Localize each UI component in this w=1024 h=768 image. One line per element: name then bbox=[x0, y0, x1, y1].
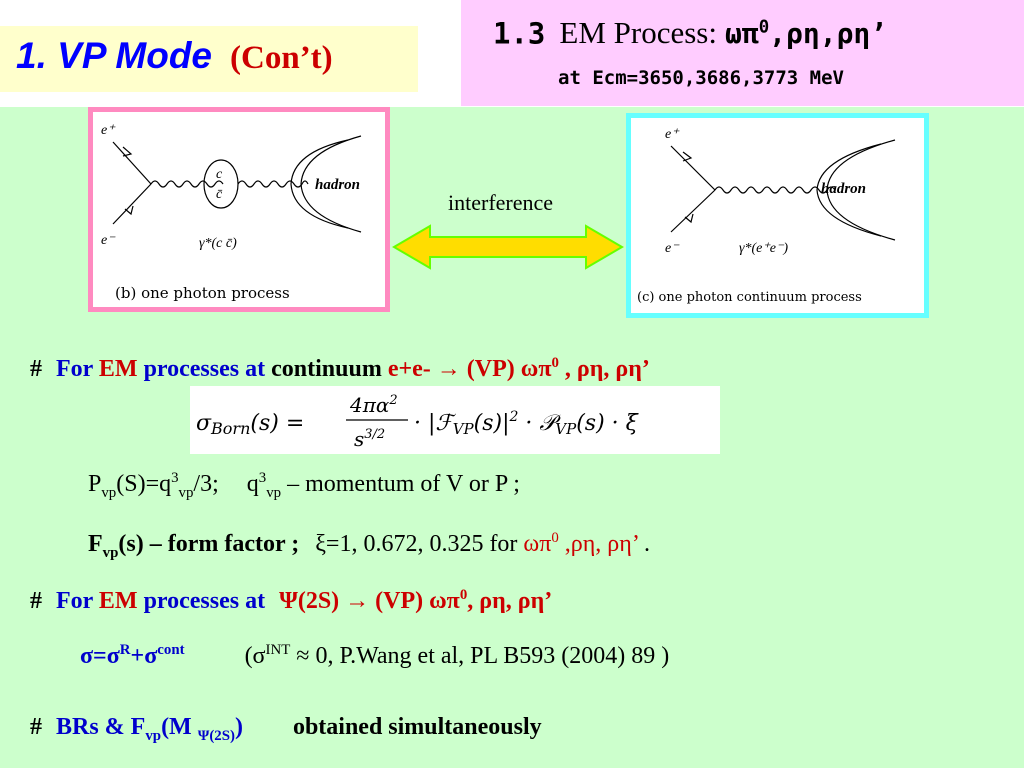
diag2-caption: (c) one photon continuum process bbox=[637, 290, 862, 305]
bullet2-vp: (VP) bbox=[375, 588, 424, 614]
bullet2-processes: ωπ0, ρη, ρη’ bbox=[429, 587, 553, 614]
sigma-sum: σ=σR+σcont bbox=[80, 642, 185, 669]
diag1-hadron: hadron bbox=[315, 177, 360, 193]
bullet2-hash: # bbox=[30, 588, 42, 614]
bullet1-arrow: → bbox=[436, 356, 461, 382]
xi-values: ξ=1, 0.672, 0.325 for bbox=[315, 531, 518, 557]
title-text: 1. VP Mode bbox=[16, 35, 213, 76]
bullet3-hash: # bbox=[30, 714, 42, 740]
formula-rhs: · |ℱVP(s)|2 · 𝒫VP(s) · ξ bbox=[414, 409, 640, 438]
diag1-caption: (b) one photon process bbox=[115, 284, 290, 302]
born-cross-section-formula: σBorn(s) = 4πα2 s3/2 · |ℱVP(s)|2 · 𝒫VP(s… bbox=[190, 386, 720, 454]
bullet1-vp: (VP) bbox=[466, 356, 515, 382]
sigma-int-reference: (σINT ≈ 0, P.Wang et al, PL B593 (2004) … bbox=[244, 642, 670, 669]
diagram1-svg: e⁺ e⁻ c c̄ hadron γ*(c c̄) (b) one photo… bbox=[101, 123, 362, 302]
sigma-relation: σ=σR+σcont (σINT ≈ 0, P.Wang et al, PL B… bbox=[80, 635, 669, 671]
diag1-e-plus: e⁺ bbox=[101, 123, 116, 138]
section-header: 1.3 EM Process: ωπ0,ρη,ρη’ bbox=[493, 8, 887, 54]
feynman-diagram-one-photon: e⁺ e⁻ c c̄ hadron γ*(c c̄) (b) one photo… bbox=[88, 107, 390, 312]
section-number: 1.3 bbox=[493, 16, 546, 51]
fvp-end: . bbox=[644, 531, 651, 557]
bullet-brs: # BRs & Fvp(M Ψ(2S)) obtained simultaneo… bbox=[30, 712, 542, 751]
fvp-label: Fvp(s) – form factor ; bbox=[88, 531, 300, 561]
diag2-gamma: γ*(e⁺e⁻) bbox=[739, 241, 788, 256]
bullet1-for: For bbox=[56, 356, 93, 382]
bullet2-em: EM bbox=[98, 588, 138, 614]
bullet1-continuum: continuum bbox=[271, 356, 382, 382]
title-paren: (Con’t) bbox=[230, 40, 333, 76]
diag1-c-antiquark: c̄ bbox=[216, 187, 223, 202]
section-header-box bbox=[461, 0, 1024, 106]
formula-denominator: s3/2 bbox=[354, 427, 385, 451]
section-processes: ωπ0,ρη,ρη’ bbox=[724, 17, 888, 51]
formula-lhs: σBorn(s) = bbox=[196, 411, 304, 438]
fvp-processes: ωπ0 ,ρη, ρη’ bbox=[523, 530, 639, 557]
feynman-diagram-continuum: e⁺ e⁻ hadron γ*(e⁺e⁻) (c) one photon con… bbox=[626, 113, 929, 318]
title-box bbox=[0, 26, 418, 92]
interference-double-arrow bbox=[392, 224, 624, 270]
bullet1-em: EM bbox=[98, 356, 138, 382]
diag1-gamma: γ*(c c̄) bbox=[199, 236, 237, 251]
bullet2-arrow: → bbox=[345, 588, 370, 614]
bullet1-eplus-eminus: e+e- bbox=[387, 356, 431, 382]
diag1-c-quark: c bbox=[216, 167, 223, 182]
bullet1-processes-at: processes at bbox=[143, 356, 266, 382]
bullet3-brs: BRs & Fvp(M Ψ(2S)) bbox=[56, 714, 243, 744]
diag2-e-minus: e⁻ bbox=[665, 241, 680, 256]
diag2-hadron: hadron bbox=[821, 181, 866, 197]
slide-title: 1. VP Mode (Con’t) bbox=[16, 34, 333, 80]
section-title: EM Process: bbox=[559, 15, 717, 51]
fvp-definition: Fvp(s) – form factor ; ξ=1, 0.672, 0.325… bbox=[88, 523, 650, 568]
formula-numerator: 4πα2 bbox=[349, 393, 398, 417]
bullet3-obtained: obtained simultaneously bbox=[292, 714, 542, 740]
diag2-e-plus: e⁺ bbox=[665, 127, 680, 142]
pvp-formula: Pvp(S)=q3vp/3; bbox=[88, 470, 219, 501]
diagram2-svg: e⁺ e⁻ hadron γ*(e⁺e⁻) (c) one photon con… bbox=[637, 127, 896, 305]
interference-label: interference bbox=[448, 190, 554, 215]
bullet1-hash: # bbox=[30, 356, 42, 382]
bullet2-processes-at: processes at bbox=[143, 588, 266, 614]
q-definition: q3vp – momentum of V or P ; bbox=[246, 470, 520, 501]
bullet-em-psi2s: # For EM processes at Ψ(2S) → (VP) ωπ0, … bbox=[30, 580, 552, 616]
bullet2-psi: Ψ(2S) bbox=[279, 588, 340, 614]
pvp-definition: Pvp(S)=q3vp/3; q3vp – momentum of V or P… bbox=[88, 463, 520, 508]
bullet1-processes: ωπ0 , ρη, ρη’ bbox=[520, 355, 650, 382]
diag1-e-minus: e⁻ bbox=[101, 233, 116, 248]
formula-svg: σBorn(s) = 4πα2 s3/2 · |ℱVP(s)|2 · 𝒫VP(s… bbox=[196, 393, 640, 451]
bullet-em-continuum: # For EM processes at continuum e+e- → (… bbox=[30, 348, 650, 384]
section-subtitle: at Ecm=3650,3686,3773 MeV bbox=[558, 67, 844, 89]
bullet2-for: For bbox=[56, 588, 93, 614]
